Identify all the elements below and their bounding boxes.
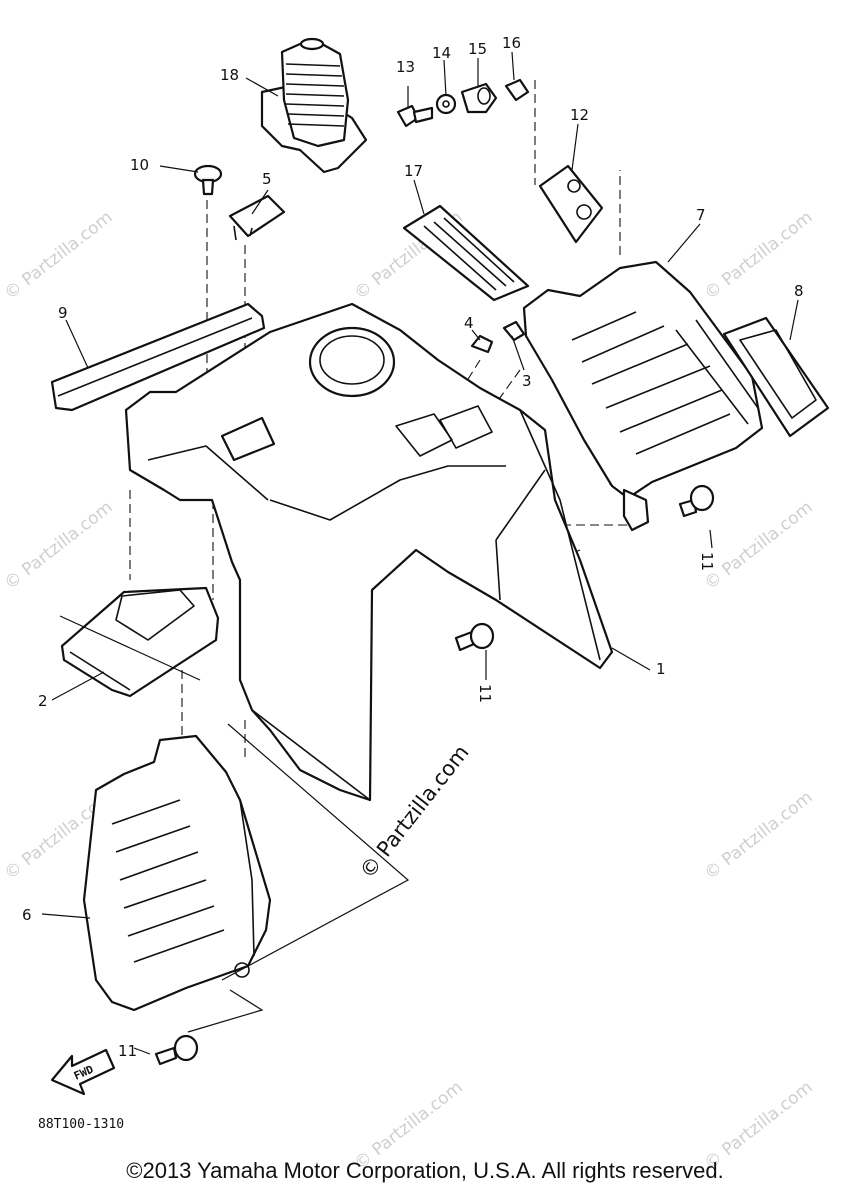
flange-bolt-part (154, 484, 715, 1066)
push-rivet-part (193, 164, 223, 196)
shift-boot-part (260, 37, 368, 174)
diagram-code: 88T100-1310 (38, 1117, 124, 1132)
callout-4: 4 (464, 314, 474, 332)
watermark: © Partzilla.com (1, 497, 117, 594)
callout-1: 1 (656, 660, 666, 678)
callout-18: 18 (220, 66, 239, 84)
small-clips-part (470, 320, 526, 354)
callout-11-bottom: 11 (118, 1042, 137, 1060)
callout-15: 15 (468, 40, 487, 58)
callout-5: 5 (262, 170, 272, 188)
foot-mat-part (402, 204, 530, 302)
callout-13: 13 (396, 58, 415, 76)
callout-7: 7 (696, 206, 706, 224)
center-watermark: © Partzilla.com (355, 741, 474, 883)
watermark: © Partzilla.com (701, 787, 817, 884)
callout-3: 3 (522, 372, 532, 390)
rail-part (50, 302, 266, 412)
left-side-panel-part (82, 734, 272, 1012)
watermark: © Partzilla.com (701, 497, 817, 594)
callout-10: 10 (130, 156, 149, 174)
callout-6: 6 (22, 906, 32, 924)
callout-11-center: 11 (476, 684, 494, 703)
lower-tray-part (60, 586, 220, 698)
bracket-plate-part (538, 164, 604, 244)
callout-2: 2 (38, 692, 48, 710)
callout-8: 8 (794, 282, 804, 300)
leader-lines (41, 51, 799, 1055)
callout-17: 17 (404, 162, 423, 180)
callout-9: 9 (58, 304, 68, 322)
callout-12: 12 (570, 106, 589, 124)
clip-part (228, 194, 286, 241)
watermark: © Partzilla.com (1, 207, 117, 304)
callout-labels: 1 2 3 4 5 6 7 8 9 10 11 11 11 12 13 14 1… (22, 34, 804, 1060)
forward-arrow-icon: FWD (50, 1048, 116, 1096)
copyright-notice: ©2013 Yamaha Motor Corporation, U.S.A. A… (126, 1158, 724, 1183)
right-side-panel-part (522, 260, 764, 532)
callout-16: 16 (502, 34, 521, 52)
fastener-set-part (396, 78, 530, 128)
callout-11-right: 11 (698, 552, 716, 571)
body-panel-part (124, 302, 614, 802)
callout-14: 14 (432, 44, 451, 62)
gasket-pad-part (722, 316, 830, 438)
